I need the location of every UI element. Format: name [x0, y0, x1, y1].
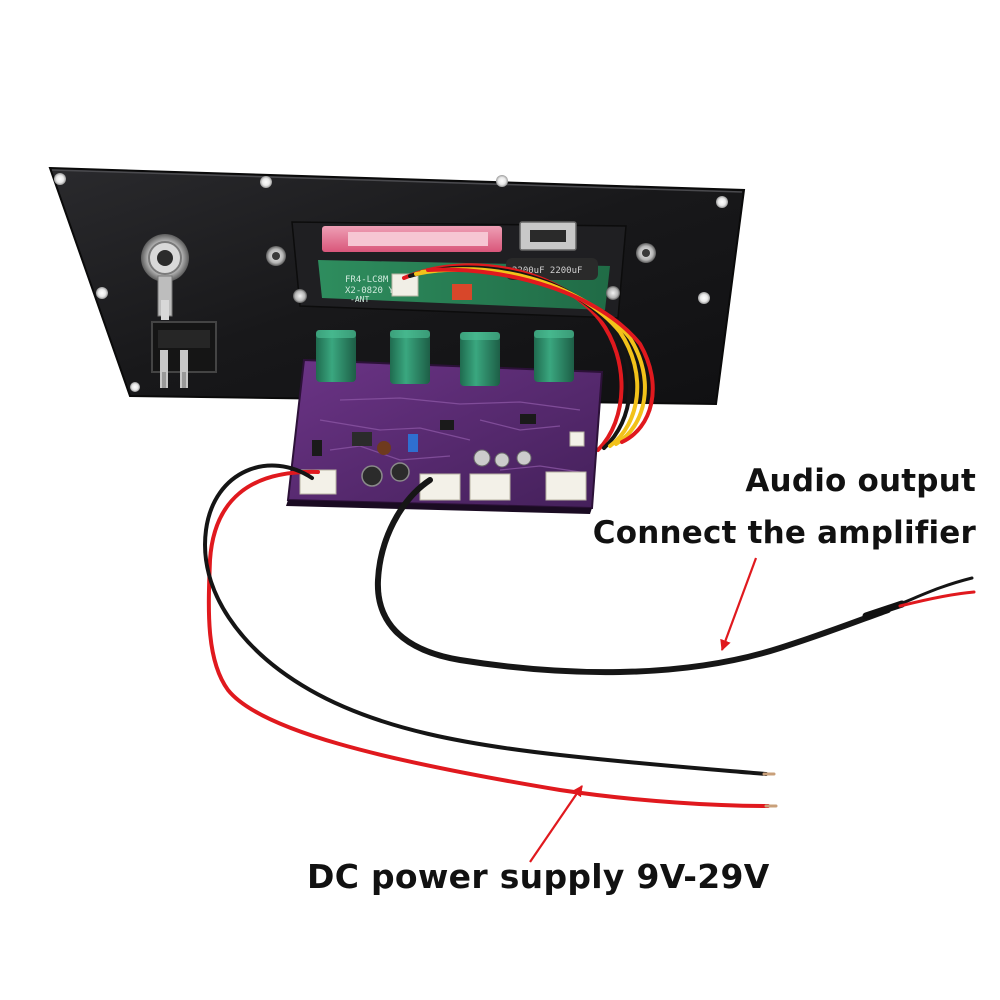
ribbon-wires [402, 263, 655, 452]
pcb-connector [469, 473, 511, 501]
module-marking: FR4-LC8M [345, 275, 389, 285]
panel-nut [606, 286, 620, 300]
dc-power-label: DC power supply 9V-29V [307, 857, 770, 896]
mounting-hole [716, 196, 728, 208]
connect-amplifier-label: Connect the amplifier [592, 515, 976, 551]
mounting-hole [54, 173, 66, 185]
module-marking-2: X2-0820 YA [345, 286, 400, 296]
audio-output-label: Audio output [745, 463, 976, 499]
panel-nut [293, 289, 307, 303]
film-capacitor [460, 332, 500, 386]
pcb-connector [569, 431, 585, 447]
module-marking-3: -ANT [350, 295, 369, 304]
mounting-hole [260, 176, 272, 188]
film-capacitor [390, 330, 430, 384]
mounting-hole [496, 175, 508, 187]
audio-arrow-icon [720, 557, 758, 652]
power-arrow-icon [529, 785, 583, 863]
capacitor-marking: 2200uF 2200uF [512, 266, 582, 276]
pcb-connector [545, 471, 587, 501]
film-capacitor [316, 330, 356, 382]
power-wires [203, 463, 778, 808]
audio-output-wire [374, 477, 976, 676]
film-capacitor [534, 330, 574, 382]
audio-jack [141, 234, 189, 320]
mounting-hole [130, 382, 140, 392]
mounting-hole [96, 287, 108, 299]
mounting-hole [698, 292, 710, 304]
pcb-connector [419, 473, 461, 501]
amplifier-pcb [286, 330, 604, 514]
power-switch [151, 321, 217, 388]
